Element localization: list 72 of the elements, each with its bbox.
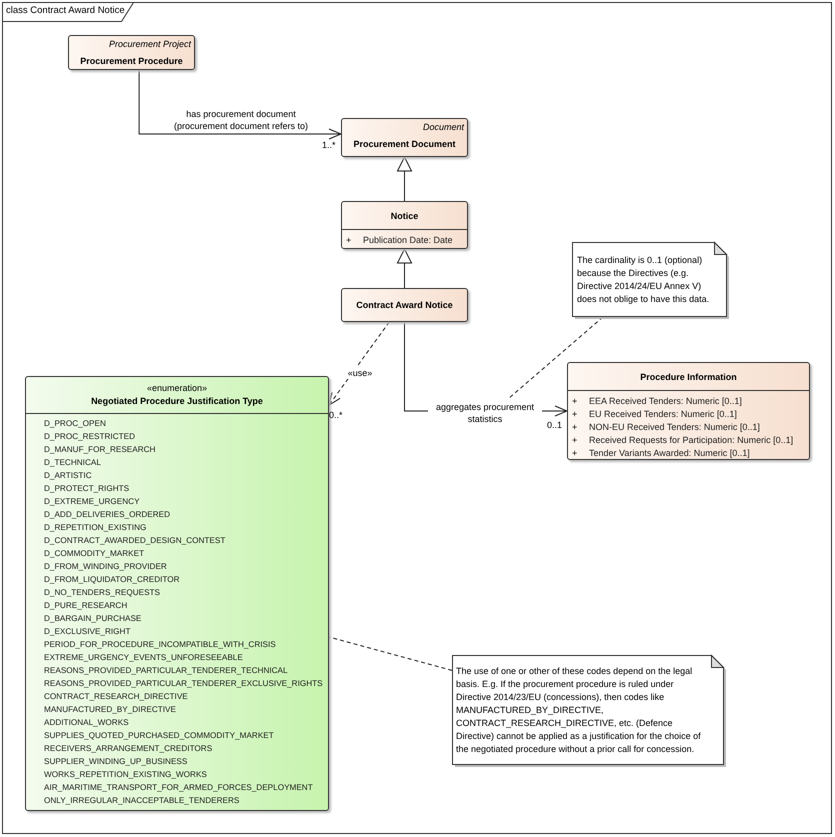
enum-literal: PERIOD_FOR_PROCEDURE_INCOMPATIBLE_WITH_CRISIS [44, 639, 276, 651]
enum-literal: WORKS_REPETITION_EXISTING_WORKS [44, 769, 207, 781]
enum-literal: D_TECHNICAL [44, 457, 101, 469]
connector [138, 70, 342, 140]
multiplicity-label: 0..1 [547, 420, 562, 430]
enum-literal: EXTREME_URGENCY_EVENTS_UNFORESEEABLE [44, 652, 243, 664]
class-box [567, 362, 810, 460]
visibility-marker: + [572, 447, 578, 460]
enum-literal: MANUFACTURED_BY_DIRECTIVE [44, 704, 176, 716]
connector [397, 156, 412, 202]
note [572, 242, 727, 317]
attribute-text: Tender Variants Awarded: Numeric [0..1] [589, 447, 750, 460]
class-box [68, 35, 195, 70]
enum-literal: D_REPETITION_EXISTING [44, 522, 146, 534]
attribute-text: EEA Received Tenders: Numeric [0..1] [589, 395, 742, 408]
attribute-text: Received Requests for Participation: Numeric [0..1] [589, 434, 794, 447]
class-name: Notice [390, 210, 420, 220]
visibility-marker: + [572, 434, 578, 447]
enum-literal: D_PROC_RESTRICTED [44, 431, 135, 443]
class-name: Negotiated Procedure Justification Type [90, 396, 264, 406]
enum-literal: RECEIVERS_ARRANGEMENT_CREDITORS [44, 743, 212, 755]
class-name: Procurement Procedure [79, 56, 184, 66]
dashed-connector [328, 636, 452, 671]
enum-literal: REASONS_PROVIDED_PARTICULAR_TENDERER_TECHNICAL [44, 665, 288, 677]
class-name: Procedure Information [639, 372, 738, 382]
enum-literal: D_FROM_LIQUIDATOR_CREDITOR [44, 574, 180, 586]
frame-title: class Contract Award Notice [6, 5, 125, 16]
enum-literal: ADDITIONAL_WORKS [44, 717, 129, 729]
note [452, 655, 724, 765]
stereotype-label: Document [422, 122, 464, 132]
note-text: The use of one or other of these codes depend on the legal basis. E.g. If the procurement procedure is ruled under Directive 2014/23/EU (concessions), then codes like MANUFACTURED_BY_DIRECTIVE, CONTRACT_RESEARCH_DIRECTIVE, etc. (Defence Directive) cannot be applied as a justification for the choice of the negotiated procedure without a prior call for concession. [456, 665, 702, 756]
multiplicity-label: 1..* [322, 140, 336, 150]
multiplicity-label: 0..* [329, 410, 343, 420]
enum-literal: D_EXTREME_URGENCY [44, 496, 140, 508]
enum-literal: D_COMMODITY_MARKET [44, 548, 144, 560]
dashed-connector [508, 316, 604, 400]
enum-literal: D_PROC_OPEN [44, 418, 106, 430]
stereotype-label: Procurement Project [108, 39, 191, 49]
dashed-connector [328, 322, 390, 406]
class-box [341, 118, 468, 157]
enum-literal: D_PURE_RESEARCH [44, 600, 128, 612]
enum-literal: D_NO_TENDERS_REQUESTS [44, 587, 160, 599]
enumeration-box [25, 376, 329, 811]
visibility-marker: + [572, 395, 578, 408]
enum-literal: REASONS_PROVIDED_PARTICULAR_TENDERER_EXCLUSIVE_RIGHTS [44, 678, 323, 690]
attribute-text: Publication Date: Date [363, 234, 453, 247]
enum-literal: D_BARGAIN_PURCHASE [44, 613, 142, 625]
attribute-text: EU Received Tenders: Numeric [0..1] [589, 408, 737, 421]
enum-literal: D_MANUF_FOR_RESEARCH [44, 444, 156, 456]
connector [397, 248, 412, 288]
enum-literal: AIR_MARITIME_TRANSPORT_FOR_ARMED_FORCES_DEPLOYMENT [44, 782, 313, 794]
enum-literal: SUPPLIES_QUOTED_PURCHASED_COMMODITY_MARKET [44, 730, 274, 742]
class-name: Contract Award Notice [355, 300, 454, 310]
class-name: Procurement Document [352, 139, 457, 149]
enum-literal: SUPPLIER_WINDING_UP_BUSINESS [44, 756, 188, 768]
enum-literal: D_CONTRACT_AWARDED_DESIGN_CONTEST [44, 535, 226, 547]
visibility-marker: + [346, 234, 352, 247]
enum-literal: ONLY_IRREGULAR_INACCEPTABLE_TENDERERS [44, 795, 240, 807]
enum-literal: D_ADD_DELIVERIES_ORDERED [44, 509, 170, 521]
edge-label: aggregates procurement statistics [428, 401, 542, 425]
enum-literal: D_ARTISTIC [44, 470, 92, 482]
stereotype-label: «enumeration» [146, 383, 208, 393]
class-box [341, 201, 468, 249]
enum-literal: D_FROM_WINDING_PROVIDER [44, 561, 167, 573]
enum-literal: CONTRACT_RESEARCH_DIRECTIVE [44, 691, 188, 703]
class-box [341, 288, 468, 322]
note-text: The cardinality is 0..1 (optional) because the Directives (e.g. Directive 2014/24/EU Annex V) does not oblige to have this data. [577, 254, 710, 306]
attribute-text: NON-EU Received Tenders: Numeric [0..1] [589, 421, 760, 434]
visibility-marker: + [572, 421, 578, 434]
enum-literal: D_EXCLUSIVE_RIGHT [44, 626, 130, 638]
visibility-marker: + [572, 408, 578, 421]
enum-literal: D_PROTECT_RIGHTS [44, 483, 130, 495]
